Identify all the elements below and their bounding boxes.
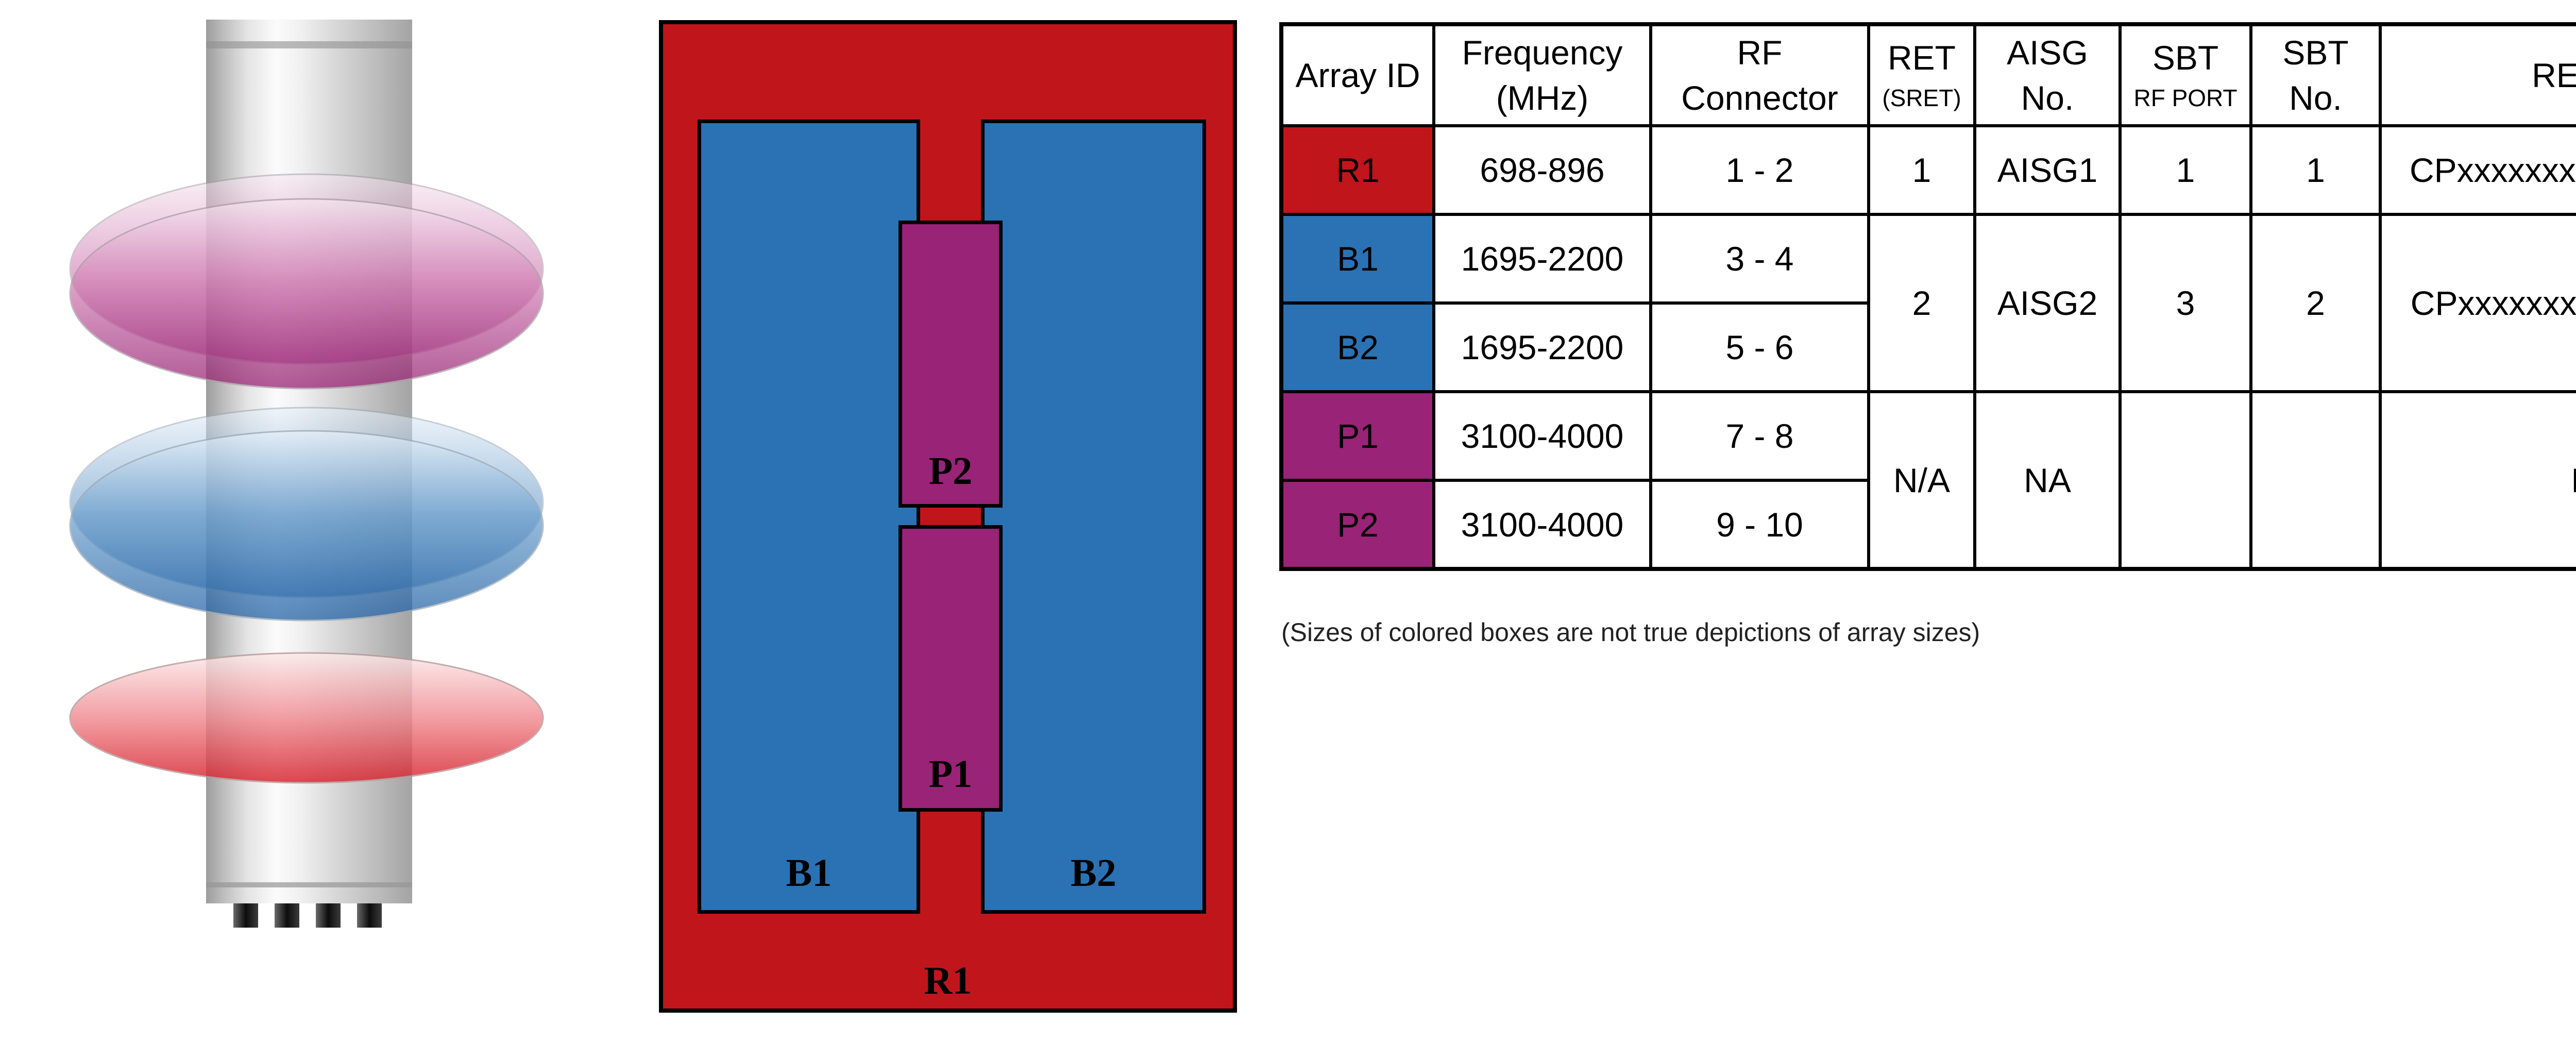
frequency-cell: 3100-4000 [1432, 390, 1652, 482]
rf-connector-cell: 9 - 10 [1649, 479, 1870, 570]
array-box-p2: P2 [899, 221, 1003, 508]
frequency-cell: 3100-4000 [1432, 479, 1652, 570]
sbt-no-cell-merged: 2 [2249, 213, 2382, 393]
aisg-cell-merged: NA [1973, 390, 2122, 570]
frequency-cell: 1695-2200 [1432, 213, 1652, 305]
connector-pin [357, 903, 382, 928]
array-id-cell: P1 [1280, 390, 1435, 482]
sbt-port-cell-merged: 3 [2119, 213, 2252, 393]
frequency-cell: 698-896 [1432, 124, 1652, 216]
antenna-3d-render [69, 20, 544, 928]
array-box-r1-label: R1 [924, 959, 972, 1002]
top-beam-disc-lower [69, 198, 544, 390]
frequency-cell: 1695-2200 [1432, 301, 1652, 393]
array-box-b2-label: B2 [1071, 851, 1116, 895]
aisg-cell: AISG1 [1973, 124, 2122, 216]
array-layout-diagram: B1 B2 P2 P1 R1 [659, 20, 1237, 1013]
table-row-b2: B2 1695-2200 5 - 6 [1280, 301, 2576, 393]
array-size-note: (Sizes of colored boxes are not true dep… [1281, 618, 1980, 647]
table-row-p2: P2 3100-4000 9 - 10 [1280, 479, 2576, 570]
col-header-ret-uid: RET UID [2379, 23, 2576, 127]
connector-pin [316, 903, 341, 928]
ret-uid-cell: CPxxxxxxxxxxxxxxxxxR1 [2379, 124, 2576, 216]
ret-uid-cell-merged: N/A [2379, 390, 2576, 570]
table-row-p1: P1 3100-4000 7 - 8 N/A NA N/A [1280, 390, 2576, 570]
array-box-b1-label: B1 [786, 851, 832, 895]
array-id-cell: B1 [1280, 213, 1435, 305]
array-id-cell: B2 [1280, 301, 1435, 393]
array-box-b2: B2 [981, 120, 1206, 914]
ret-cell: 1 [1867, 124, 1976, 216]
middle-beam-disc-lower [69, 430, 544, 622]
ret-cell-merged: 2 [1867, 213, 1976, 393]
antenna-top-cap-seam [206, 41, 412, 48]
array-id-cell: P2 [1280, 479, 1435, 570]
rf-connector-cell: 1 - 2 [1649, 124, 1870, 216]
bottom-beam-disc [69, 652, 544, 784]
array-id-cell: R1 [1280, 124, 1435, 216]
col-header-array-id: Array ID [1280, 23, 1435, 127]
connector-pin [275, 903, 299, 928]
connector-pin [233, 903, 258, 928]
ret-uid-cell-merged: CPxxxxxxxxxxxxxxxxxB1 [2379, 213, 2576, 393]
antenna-bottom-seam [206, 882, 412, 887]
array-box-p2-label: P2 [928, 449, 973, 493]
sbt-no-cell: 1 [2249, 124, 2382, 216]
rf-connector-cell: 5 - 6 [1649, 301, 1870, 393]
table-row-b1: B1 1695-2200 3 - 4 2 AISG2 3 2 CPxxxxxxx… [1280, 213, 2576, 393]
ret-cell-merged: N/A [1867, 390, 1976, 570]
sbt-no-cell-merged [2249, 390, 2382, 570]
col-header-ret-sret: RET(SRET) [1867, 23, 1976, 127]
rf-connector-cell: 3 - 4 [1649, 213, 1870, 305]
array-box-p1-label: P1 [928, 752, 973, 796]
aisg-cell-merged: AISG2 [1973, 213, 2122, 393]
sbt-port-cell: 1 [2119, 124, 2252, 216]
col-header-frequency: Frequency(MHz) [1432, 23, 1652, 127]
array-box-b1: B1 [698, 120, 920, 914]
rf-connector-cell: 7 - 8 [1649, 390, 1870, 482]
sbt-port-cell-merged [2119, 390, 2252, 570]
table-row-r1: R1 698-896 1 - 2 1 AISG1 1 1 CPxxxxxxxxx… [1280, 124, 2576, 216]
array-box-p1: P1 [899, 525, 1003, 812]
